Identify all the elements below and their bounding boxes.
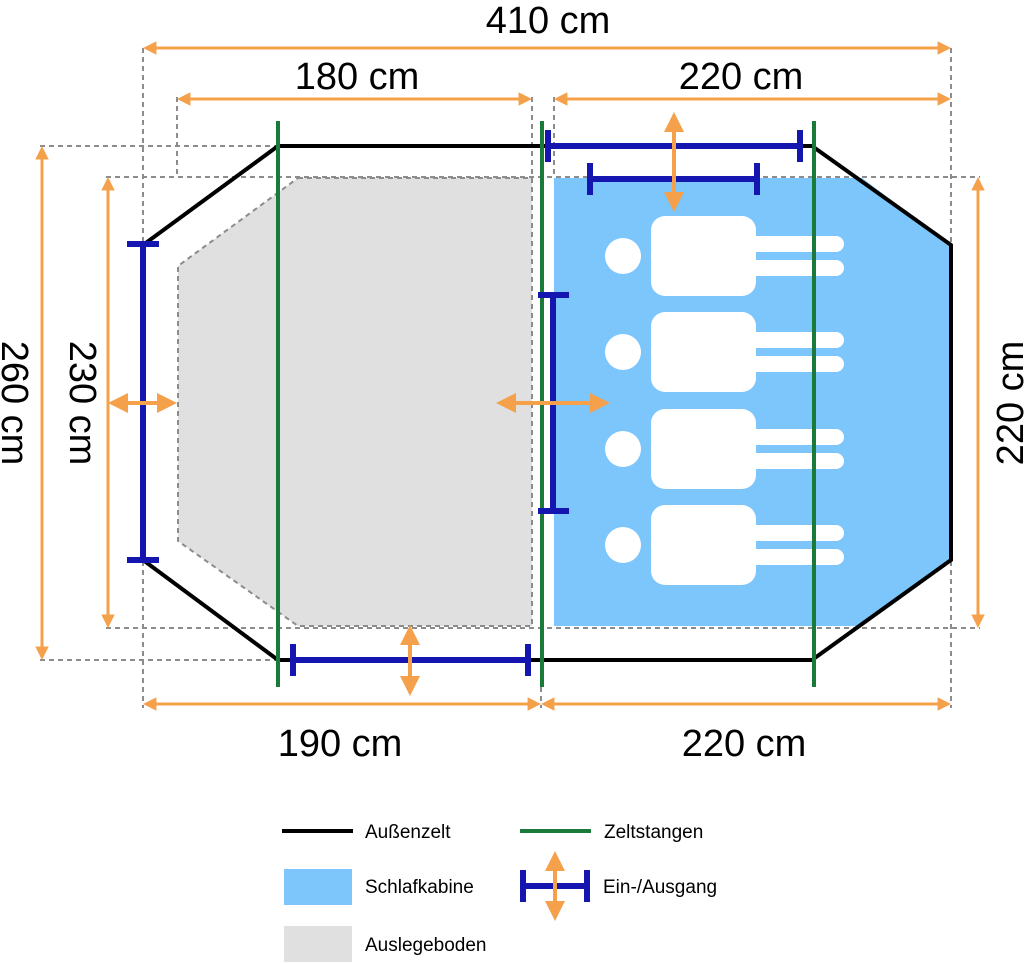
total-width-label: 410 cm: [486, 0, 611, 42]
legend-groundsheet-label: Auslegeboden: [365, 935, 487, 956]
floor-height-label: 230 cm: [61, 341, 103, 466]
legend: Außenzelt Zeltstangen Schlafkabine Ein-/…: [282, 822, 717, 962]
legend-entrance-swatch: [520, 851, 590, 921]
legend-entrance-label: Ein-/Ausgang: [603, 877, 717, 898]
legend-sleeping-cabin-label: Schlafkabine: [365, 877, 474, 898]
groundsheet-area: [177, 177, 533, 627]
legend-poles-label: Zeltstangen: [604, 822, 703, 843]
legend-sleeping-cabin-swatch: [284, 869, 352, 905]
cabin-width-top-label: 220 cm: [679, 56, 804, 98]
dimension-lines: [35, 41, 985, 711]
vestibule-width-bottom-label: 190 cm: [278, 723, 403, 765]
outer-height-label: 260 cm: [0, 341, 35, 466]
legend-groundsheet-swatch: [284, 926, 352, 962]
cabin-height-label: 220 cm: [990, 341, 1024, 466]
legend-outer-tent-label: Außenzelt: [365, 822, 451, 843]
cabin-width-bottom-label: 220 cm: [682, 723, 807, 765]
vestibule-width-top-label: 180 cm: [295, 56, 420, 98]
entrance-arrows: [108, 112, 684, 696]
